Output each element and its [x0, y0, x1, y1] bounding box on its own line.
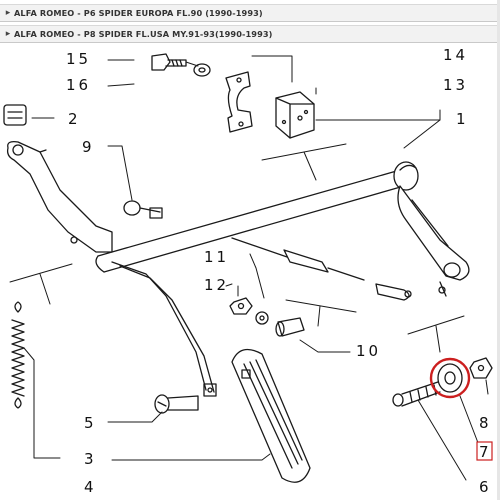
callout-7[interactable]: 7 [479, 443, 492, 461]
right-lever-part[interactable] [397, 185, 470, 297]
diagram-canvas: 15 16 2 9 14 13 1 11 12 10 5 3 4 8 7 6 [3, 46, 493, 496]
callout-9[interactable]: 9 [82, 138, 95, 156]
callout-14[interactable]: 14 [443, 46, 468, 64]
return-spring-part[interactable] [11, 301, 25, 409]
callout-2[interactable]: 2 [68, 110, 81, 128]
model-label: ALFA ROMEO - P8 SPIDER FL.USA MY.91-93(1… [14, 29, 273, 39]
callout-13[interactable]: 13 [443, 76, 468, 94]
callout-3[interactable]: 3 [84, 450, 97, 468]
accelerator-pedal-part[interactable] [231, 348, 311, 483]
callout-6[interactable]: 6 [479, 478, 492, 496]
model-row-p6[interactable]: ▸ ALFA ROMEO - P6 SPIDER EUROPA FL.90 (1… [0, 4, 500, 22]
washer-part[interactable] [255, 311, 269, 325]
bolt-6-part[interactable] [392, 381, 441, 407]
bush-7-part[interactable] [437, 363, 463, 393]
nut-12-part[interactable] [229, 297, 253, 315]
exploded-parts-diagram: 15 16 2 9 14 13 1 11 12 10 5 3 4 8 7 6 [0, 45, 500, 500]
leader-lines [23, 55, 489, 481]
callout-4[interactable]: 4 [84, 478, 97, 496]
callout-16[interactable]: 16 [66, 76, 91, 94]
washer-16-part[interactable] [193, 63, 211, 77]
cable-11-part[interactable] [231, 237, 412, 301]
cross-shaft-part[interactable] [95, 161, 419, 273]
model-label: ALFA ROMEO - P6 SPIDER EUROPA FL.90 (199… [14, 8, 263, 18]
callout-12[interactable]: 12 [204, 276, 229, 294]
bolt-15-part[interactable] [151, 53, 187, 71]
nut-8-part[interactable] [469, 357, 493, 379]
screw-5-part[interactable] [154, 394, 199, 414]
pedal-rod-part[interactable] [111, 261, 217, 397]
chevron-right-icon: ▸ [5, 8, 11, 18]
highlight-ring [429, 357, 471, 399]
clevis-pin-10-part[interactable] [275, 317, 305, 337]
ball-joint-9-part[interactable] [123, 200, 163, 219]
bush-block-13-part[interactable] [275, 91, 315, 139]
rubber-bush-part[interactable] [3, 104, 27, 126]
callout-8[interactable]: 8 [479, 414, 492, 432]
model-row-p8[interactable]: ▸ ALFA ROMEO - P8 SPIDER FL.USA MY.91-93… [0, 25, 500, 43]
left-pedal-arm-part[interactable] [6, 140, 113, 253]
callout-1[interactable]: 1 [456, 110, 469, 128]
scrollbar[interactable] [497, 0, 500, 500]
callout-5[interactable]: 5 [84, 414, 97, 432]
callout-15[interactable]: 15 [66, 50, 91, 68]
callout-11[interactable]: 11 [204, 248, 229, 266]
bracket-14-part[interactable] [225, 71, 253, 133]
callout-10[interactable]: 10 [356, 342, 381, 360]
chevron-right-icon: ▸ [5, 29, 11, 39]
direction-markers [9, 143, 465, 353]
highlight-label-box [476, 441, 493, 461]
